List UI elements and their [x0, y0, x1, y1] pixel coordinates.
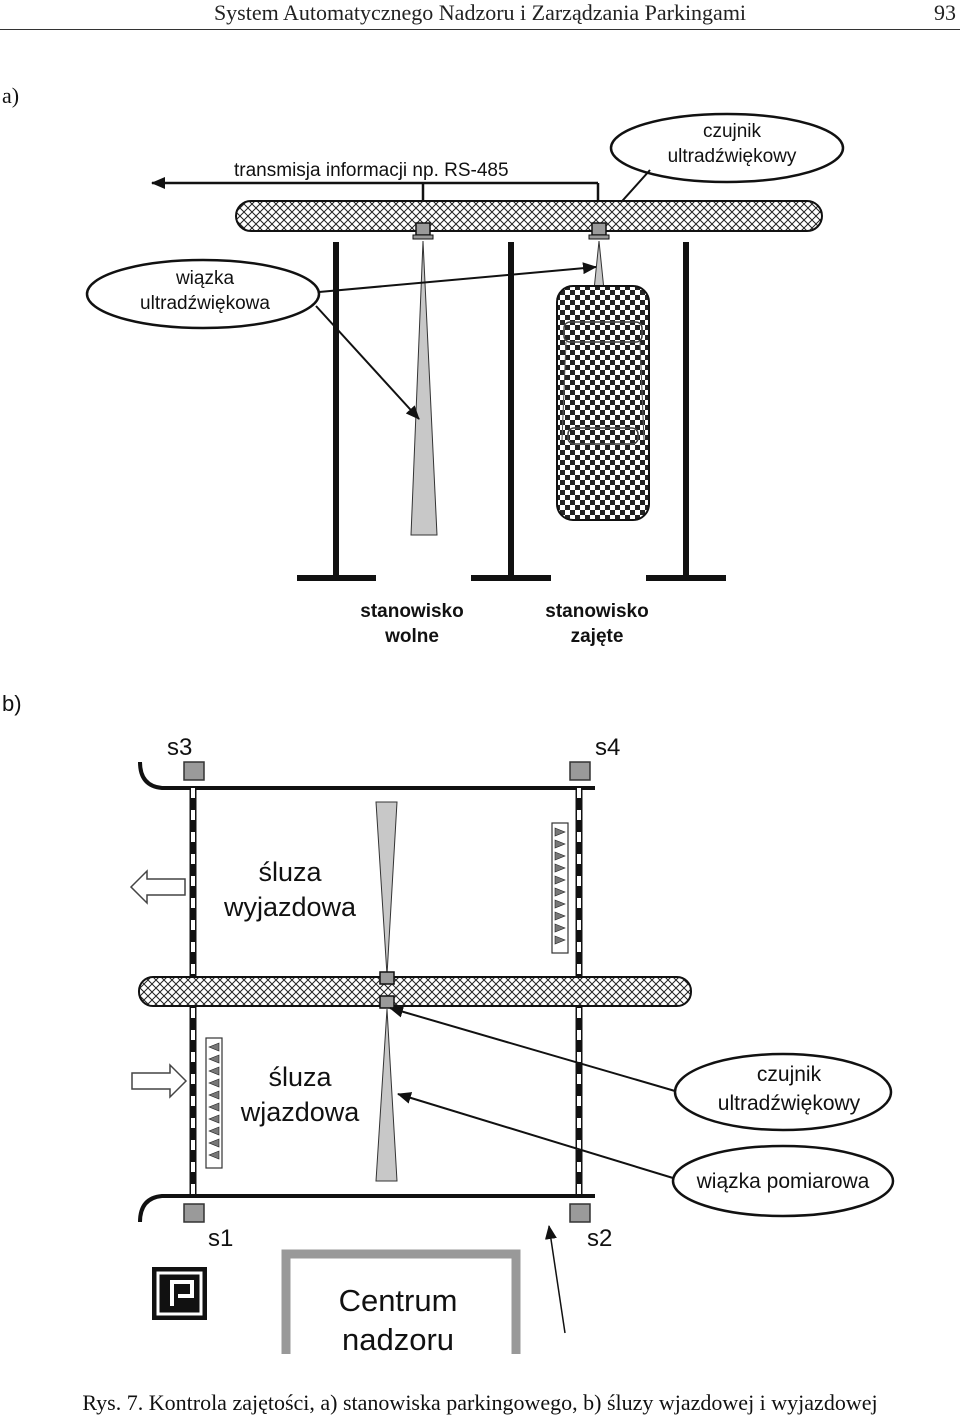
s2-pointer-arrow [544, 1225, 566, 1334]
s4-label: s4 [595, 734, 620, 761]
entry-boundary [138, 1194, 595, 1223]
ultrasonic-beam-occupied [593, 240, 605, 291]
s3-label: s3 [167, 734, 192, 761]
parked-car [556, 285, 650, 521]
beam-callout-a-arrow-2 [315, 305, 420, 420]
entry-lock-line2: wjazdowa [240, 1097, 361, 1127]
beam-callout-a-line1: wiązka [175, 268, 235, 289]
control-center-line1: Centrum [339, 1283, 458, 1318]
exit-tire-spikes [551, 822, 569, 954]
panel-a-label: a) [2, 83, 19, 108]
sensor-callout-a-line2: ultradźwiękowy [668, 146, 797, 167]
ultrasonic-beam-free [410, 240, 438, 536]
beam-callout-b-arrow [397, 1092, 674, 1179]
bay-occupied-line2: zajęte [571, 626, 624, 647]
beam-callout-b-text: wiązka pomiarowa [696, 1170, 870, 1193]
header-rule [0, 29, 960, 30]
sensor-a-occupied-base [588, 234, 610, 240]
sensor-a-free [415, 222, 431, 236]
panel-b-label: b) [2, 691, 22, 716]
entry-measuring-beam [375, 1008, 398, 1182]
sensor-a-free-base [412, 234, 434, 240]
exit-boundary [138, 761, 595, 790]
sensor-callout-b-arrow [389, 1005, 676, 1092]
sensor-b-entry [379, 995, 395, 1009]
s1-sensor [183, 1203, 205, 1223]
sensor-callout-a-line1: czujnik [703, 121, 762, 142]
beam-callout-a [85, 258, 321, 330]
figure-caption: Rys. 7. Kontrola zajętości, a) stanowisk… [82, 1390, 878, 1415]
header-title: System Automatycznego Nadzoru i Zarządza… [213, 0, 747, 25]
entry-lock-line1: śluza [268, 1062, 332, 1092]
bay-occupied-line1: stanowisko [545, 601, 648, 622]
s4-sensor [569, 761, 591, 781]
exit-lock-line2: wyjazdowa [223, 892, 357, 922]
parking-sign-icon [152, 1267, 207, 1320]
exit-direction-arrow [129, 869, 186, 905]
entry-direction-arrow [131, 1063, 188, 1099]
beam-callout-a-line2: ultradźwiękowa [140, 293, 270, 314]
exit-lock-line1: śluza [258, 857, 322, 887]
s1-label: s1 [208, 1225, 233, 1252]
bay-free-line2: wolne [384, 626, 439, 647]
sensor-callout-a [609, 112, 845, 184]
s2-label: s2 [587, 1225, 612, 1252]
s2-sensor [569, 1203, 591, 1223]
sensor-a-occupied [591, 222, 607, 236]
beam-callout-a-arrow-1 [318, 262, 597, 293]
control-center-building [281, 1249, 521, 1354]
exit-measuring-beam [375, 801, 398, 976]
sensor-b-exit [379, 971, 395, 985]
s3-sensor [183, 761, 205, 781]
sensor-callout-b-line2: ultradźwiękowy [718, 1092, 861, 1115]
page-number: 93 [934, 0, 956, 25]
bay-free-line1: stanowisko [360, 601, 463, 622]
overhead-beam-b [138, 976, 692, 1007]
entry-tire-spikes [205, 1037, 223, 1169]
overhead-beam-a [235, 200, 823, 232]
transmission-label: transmisja informacji np. RS-485 [234, 160, 509, 181]
sensor-callout-b [673, 1052, 893, 1132]
control-center-line2: nadzoru [342, 1322, 454, 1357]
sensor-callout-b-line1: czujnik [757, 1063, 822, 1086]
beam-callout-b [671, 1144, 895, 1218]
